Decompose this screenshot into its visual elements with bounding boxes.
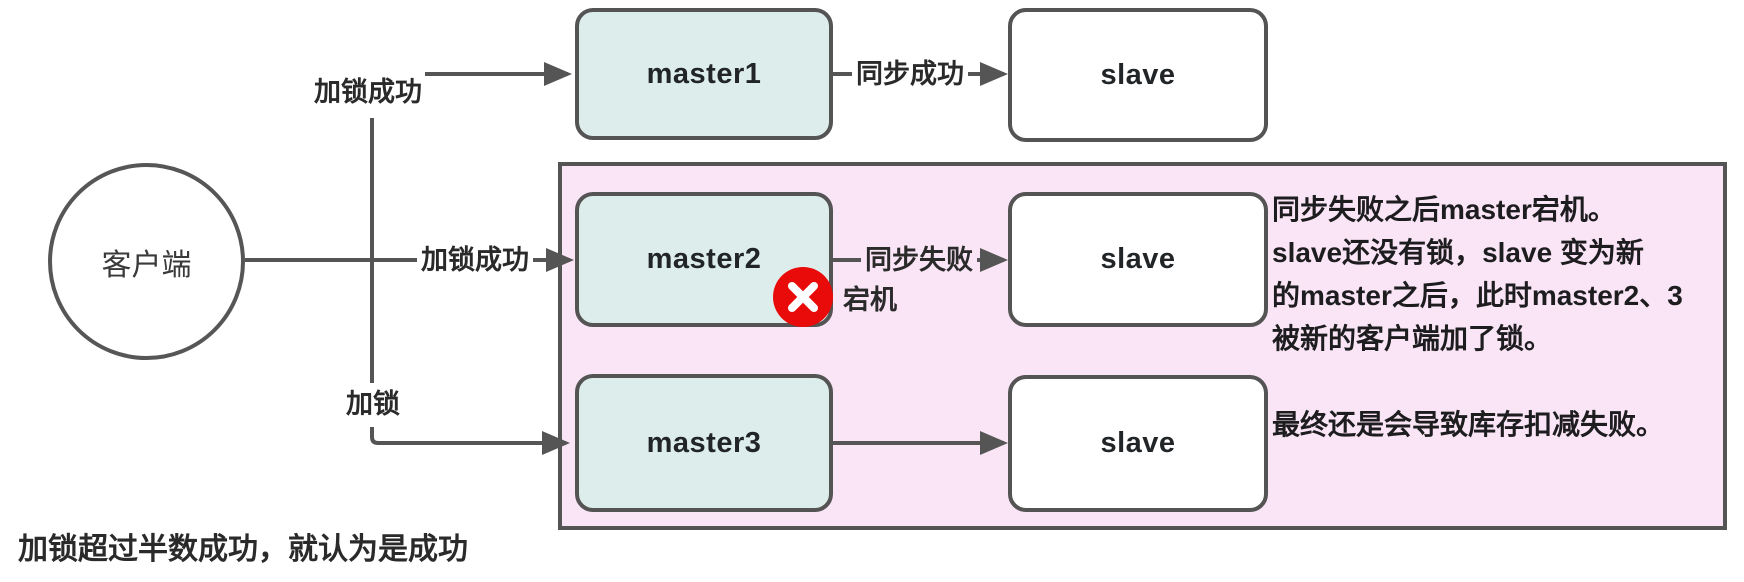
failure-note-line: 的master之后，此时master2、3 (1272, 280, 1683, 311)
node-master3-label: master3 (646, 426, 762, 459)
failure-note-line: 同步失败之后master宕机。 (1272, 194, 1616, 225)
node-slave1-label: slave (1100, 58, 1176, 91)
edge-label-sync-success: 同步成功 (852, 58, 968, 90)
client-node: 客户端 (48, 163, 245, 360)
footer-caption: 加锁超过半数成功，就认为是成功 (18, 533, 468, 566)
node-master1: master1 (575, 8, 833, 140)
failure-note: 同步失败之后master宕机。 slave还没有锁，slave 变为新 的mas… (1272, 188, 1732, 446)
node-master2: master2 (575, 192, 833, 327)
node-master3: master3 (575, 374, 833, 512)
node-slave2-label: slave (1100, 243, 1176, 275)
node-master2-label: master2 (646, 243, 762, 275)
node-slave1: slave (1008, 8, 1268, 142)
edge-label-lock-success-row1: 加锁成功 (314, 77, 422, 107)
edge-label-sync-fail: 同步失败 (861, 244, 977, 276)
failure-note-line: slave还没有锁，slave 变为新 (1272, 237, 1644, 268)
x-cross-icon (788, 282, 818, 312)
edge-label-lock-success-row2: 加锁成功 (417, 244, 533, 276)
failure-note-line (1272, 360, 1732, 403)
edge-label-lock-row3: 加锁 (346, 389, 400, 419)
node-slave3: slave (1008, 375, 1268, 512)
failure-note-line: 最终还是会导致库存扣减失败。 (1272, 409, 1665, 440)
arrow-lock-to-master3 (370, 427, 570, 455)
failure-note-line: 被新的客户端加了锁。 (1272, 323, 1553, 354)
crash-label: 宕机 (843, 285, 897, 315)
node-slave2: slave (1008, 192, 1268, 327)
node-slave3-label: slave (1100, 427, 1176, 459)
client-label: 客户端 (101, 248, 192, 282)
crash-x-icon (773, 267, 833, 327)
node-master1-label: master1 (646, 57, 762, 90)
